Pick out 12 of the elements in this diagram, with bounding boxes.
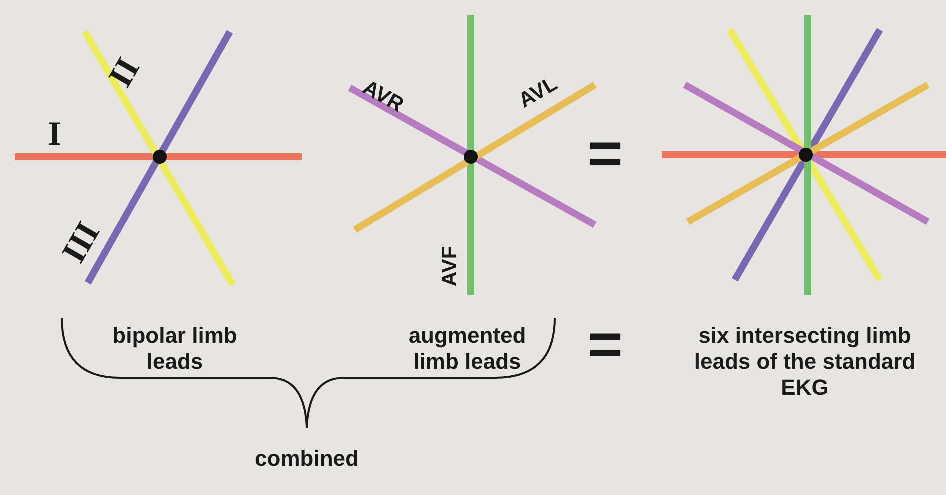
lead-label: II <box>104 53 147 93</box>
caption-text: augmented limb leads <box>408 323 528 375</box>
lead-label: AVL <box>515 73 561 112</box>
equals-sign: = <box>588 134 624 174</box>
caption-text: six intersecting limb leads of the standard EKG <box>693 323 917 401</box>
caption-text: combined <box>254 446 360 472</box>
lead-label: AVF <box>440 246 461 287</box>
caption-text: bipolar limb leads <box>112 323 238 375</box>
lead-label: AVR <box>360 76 408 116</box>
lead-label: I <box>48 118 62 152</box>
lead-label: III <box>57 217 106 269</box>
equals-sign: = <box>588 325 624 365</box>
